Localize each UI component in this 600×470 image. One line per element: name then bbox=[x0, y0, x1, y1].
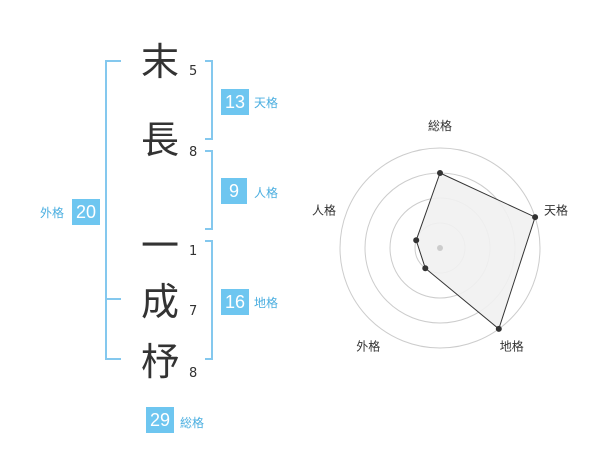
soukaku-label: 総格 bbox=[180, 416, 205, 430]
gaikaku-bracket-bottom bbox=[105, 358, 121, 360]
jinkaku-value: 9 bbox=[221, 178, 247, 204]
radar-axis-label-1: 総格 bbox=[428, 118, 452, 133]
radar-point-1 bbox=[437, 170, 443, 176]
gaikaku-bracket-split bbox=[105, 298, 121, 300]
radar-point-4 bbox=[422, 265, 429, 272]
radar-center-point bbox=[437, 245, 443, 251]
chikaku-bracket-top bbox=[205, 240, 213, 242]
jinkaku-bracket-vertical bbox=[211, 150, 213, 230]
chikaku-label: 地格 bbox=[254, 296, 279, 310]
name-char-3: 一 bbox=[140, 224, 179, 268]
gaikaku-bracket-top bbox=[105, 60, 121, 62]
stroke-count-4: 7 bbox=[189, 304, 198, 319]
tenkaku-value: 13 bbox=[221, 89, 249, 115]
tenkaku-bracket-vertical bbox=[211, 60, 213, 140]
name-char-2: 長 bbox=[140, 118, 179, 162]
tenkaku-bracket-bottom bbox=[205, 138, 213, 140]
jinkaku-label: 人格 bbox=[254, 186, 279, 200]
name-char-4: 成 bbox=[140, 280, 179, 324]
soukaku-value: 29 bbox=[146, 407, 174, 433]
chikaku-value: 16 bbox=[221, 289, 249, 315]
jinkaku-bracket-bottom bbox=[205, 228, 213, 230]
name-char-5: 杼 bbox=[140, 340, 179, 384]
radar-axis-label-4: 外格 bbox=[356, 339, 380, 354]
radar-axis-label-5: 人格 bbox=[312, 202, 336, 217]
radar-point-2 bbox=[532, 214, 539, 221]
radar-point-5 bbox=[413, 237, 420, 244]
chikaku-bracket-vertical bbox=[211, 240, 213, 360]
gaikaku-label: 外格 bbox=[40, 206, 65, 220]
tenkaku-label: 天格 bbox=[254, 96, 279, 110]
radar-axis-label-3: 地格 bbox=[500, 339, 524, 354]
radar-data-polygon bbox=[415, 172, 536, 330]
gaikaku-bracket-vertical bbox=[105, 60, 107, 360]
jinkaku-bracket-top bbox=[205, 150, 213, 152]
stroke-count-3: 1 bbox=[189, 244, 198, 259]
stroke-count-2: 8 bbox=[189, 145, 198, 160]
tenkaku-bracket-top bbox=[205, 60, 213, 62]
stroke-count-5: 8 bbox=[189, 366, 198, 381]
stroke-count-1: 5 bbox=[189, 64, 198, 79]
radar-point-3 bbox=[495, 325, 502, 332]
gaikaku-value: 20 bbox=[72, 199, 100, 225]
name-char-1: 末 bbox=[140, 40, 179, 84]
radar-axis-label-2: 天格 bbox=[544, 202, 568, 217]
radar-grid-ring-4 bbox=[339, 147, 541, 349]
chikaku-bracket-bottom bbox=[205, 358, 213, 360]
